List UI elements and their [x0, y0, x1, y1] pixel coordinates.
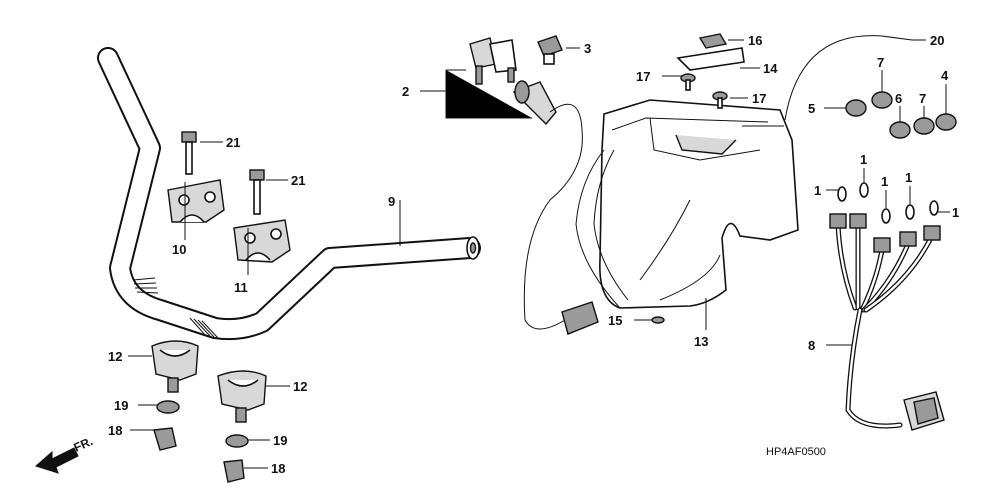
washer-19-b	[225, 434, 249, 448]
ignition-connector	[561, 301, 599, 335]
upper-holder-11	[233, 219, 291, 263]
callout-16: 16	[748, 33, 762, 48]
callout-15: 15	[608, 313, 622, 328]
grommet-7-b	[913, 117, 935, 135]
ignition-wire	[523, 103, 583, 330]
callout-19-b: 19	[273, 433, 287, 448]
callout-14: 14	[763, 61, 778, 76]
callout-17-b: 17	[752, 91, 766, 106]
handlebar-cover-part	[575, 99, 799, 309]
indicator-lens-14	[676, 47, 745, 71]
indicator-harness-part	[829, 213, 945, 431]
leader-lines	[128, 39, 950, 469]
callout-5: 5	[808, 101, 815, 116]
upper-holder-10	[167, 179, 225, 223]
bulb-1-e	[929, 200, 939, 216]
bolt-21-b	[249, 169, 265, 215]
callout-17-a: 17	[636, 69, 650, 84]
callout-10: 10	[172, 242, 186, 257]
bulb-1-a	[837, 186, 847, 202]
screw-17-b	[712, 91, 728, 109]
diagram-code: HP4AF0500	[766, 446, 826, 458]
ignition-switch-part	[469, 37, 557, 126]
callout-1-a: 1	[814, 183, 821, 198]
front-direction-indicator: FR.	[35, 434, 95, 474]
bulb-1-d	[905, 204, 915, 220]
callout-7-a: 7	[877, 55, 884, 70]
callout-4: 4	[941, 68, 949, 83]
grommet-4	[935, 113, 957, 131]
bolt-21-a	[181, 131, 197, 175]
bulb-1-b	[859, 182, 869, 198]
callout-1-d: 1	[905, 170, 912, 185]
bulb-1-c	[881, 208, 891, 224]
screw-17-a	[680, 73, 696, 91]
tube-20	[784, 35, 913, 121]
clip-16	[698, 33, 728, 49]
callout-18-a: 18	[108, 423, 122, 438]
callout-2: 2	[402, 84, 409, 99]
front-arrow-icon	[35, 447, 79, 474]
washer-19-a	[156, 400, 180, 414]
callout-19-a: 19	[114, 398, 128, 413]
callout-21-b: 21	[291, 173, 305, 188]
cap-3-part	[537, 35, 563, 65]
callout-12-a: 12	[108, 349, 122, 364]
clip-15	[651, 316, 665, 324]
grommet-6	[889, 121, 911, 139]
grommet-7-a	[871, 91, 893, 109]
callout-12-b: 12	[293, 379, 307, 394]
nut-18-b	[223, 459, 245, 483]
callout-13: 13	[694, 334, 708, 349]
callout-11: 11	[234, 280, 248, 295]
lower-holder-12-a	[151, 340, 199, 393]
callout-21-a: 21	[226, 135, 240, 150]
lower-holder-12-b	[217, 370, 267, 423]
callout-3: 3	[584, 41, 591, 56]
front-direction-label: FR.	[72, 434, 95, 455]
callout-1-c: 1	[881, 174, 888, 189]
nut-18-a	[153, 427, 177, 451]
grommet-5	[845, 99, 867, 117]
callout-6: 6	[895, 91, 902, 106]
callout-8: 8	[808, 338, 815, 353]
callout-9: 9	[388, 194, 395, 209]
callout-1-b: 1	[860, 152, 867, 167]
callout-20: 20	[930, 33, 944, 48]
callout-7-b: 7	[919, 91, 926, 106]
handlebar-part	[97, 47, 481, 341]
callout-1-e: 1	[952, 205, 959, 220]
callout-18-b: 18	[271, 461, 285, 476]
